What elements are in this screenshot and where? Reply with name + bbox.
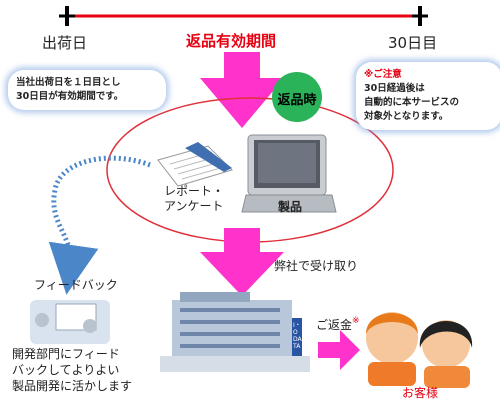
customer-label: お客様 <box>402 386 439 400</box>
report-label: レポート・ アンケート <box>164 184 224 214</box>
caution-line1: 30日経過後は <box>364 83 425 94</box>
report-label-line1: レポート・ <box>164 184 225 198</box>
return-badge-circle <box>272 72 322 122</box>
feedback-desc-line1: 開発部門にフィード <box>12 347 120 361</box>
feedback-image <box>30 300 110 344</box>
caution-line2: 自動的に本サービスの <box>364 97 460 108</box>
day30-label: 30日目 <box>388 34 438 52</box>
feedback-arrow <box>48 155 151 295</box>
valid-period-label: 返品有効期間 <box>186 32 277 50</box>
refund-arrow <box>318 330 360 370</box>
refund-label: ご返金※ <box>316 316 360 333</box>
building-image <box>160 292 310 372</box>
down-arrow-2 <box>200 228 284 296</box>
return-badge-label: 返品時 <box>277 93 317 108</box>
caution-note: ※ご注意 30日経過後は 自動的に本サービスの 対象外となります。 <box>356 62 500 130</box>
feedback-description: 開発部門にフィード バックしてよりよい 製品開発に活かします <box>12 346 132 394</box>
report-label-line2: アンケート <box>164 199 224 213</box>
ship-date-label: 出荷日 <box>42 34 88 52</box>
monitor-icon <box>241 134 337 213</box>
product-label: 製品 <box>278 200 303 214</box>
down-arrow-1 <box>200 52 284 128</box>
refund-mark: ※ <box>352 316 360 326</box>
receive-label: 弊社で受け取り <box>274 259 359 273</box>
report-icon <box>157 142 233 187</box>
feedback-desc-line3: 製品開発に活かします <box>12 379 133 393</box>
ship-date-note-line1: 当社出荷日を１日目とし <box>16 77 121 88</box>
feedback-label: フィードバック <box>34 278 118 292</box>
customer-image <box>366 312 473 388</box>
caution-line3: 対象外となります。 <box>364 111 449 122</box>
ship-date-note: 当社出荷日を１日目とし 30日目が有効期間です。 <box>8 70 166 110</box>
building-sign: I・O DATA <box>293 322 302 350</box>
caution-heading: ※ご注意 <box>364 69 402 80</box>
ship-date-note-line2: 30日目が有効期間です。 <box>16 91 124 102</box>
refund-label-text: ご返金 <box>316 318 353 332</box>
feedback-desc-line2: バックしてよりよい <box>12 363 120 377</box>
